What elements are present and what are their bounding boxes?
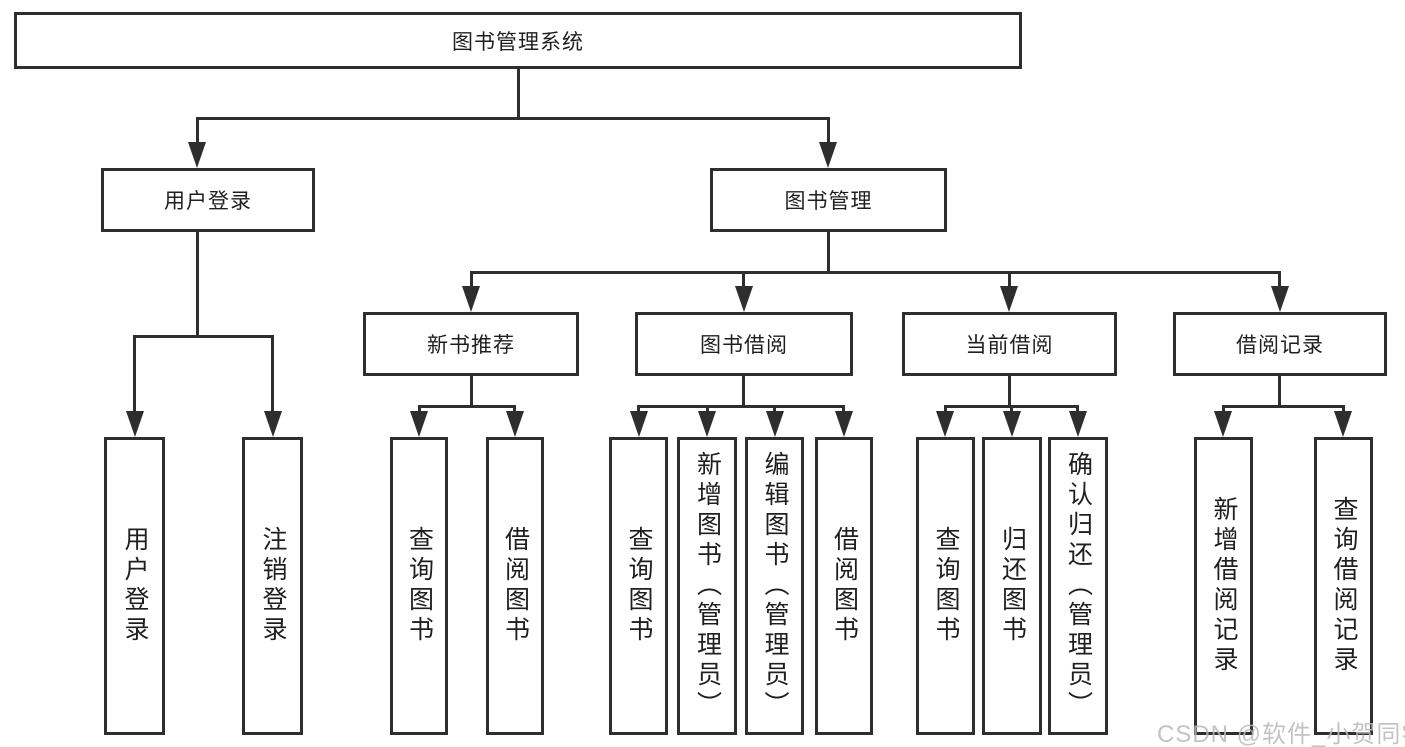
connector-line [133,335,274,338]
node-leaf-query-borrow-record: 查询借阅记录 [1314,437,1373,735]
connector-line [470,271,1281,274]
arrow-down-icon [1003,411,1021,437]
node-leaf-query-book-2: 查询图书 [609,437,668,735]
node-leaf-edit-book-admin: 编辑图书（管理员） [745,437,804,735]
arrow-down-icon [1069,411,1087,437]
node-current-borrow: 当前借阅 [902,312,1117,376]
node-borrow-records: 借阅记录 [1173,312,1387,376]
arrow-down-icon [506,411,524,437]
connector-line [470,271,473,295]
node-leaf-return-book: 归还图书 [982,437,1042,735]
arrow-down-icon [264,411,282,437]
arrow-down-icon [819,142,837,168]
arrow-down-icon [462,286,480,312]
arrow-down-icon [735,286,753,312]
node-leaf-borrow-book-1: 借阅图书 [486,437,544,735]
node-new-book-recommend: 新书推荐 [363,312,579,376]
node-leaf-add-book-admin: 新增图书（管理员） [677,437,737,735]
connector-line [827,117,830,147]
node-leaf-confirm-return-admin: 确认归还（管理员） [1048,437,1108,735]
node-book-borrow: 图书借阅 [635,312,853,376]
connector-line [637,405,845,408]
connector-line [196,117,830,120]
arrow-down-icon [936,411,954,437]
arrow-down-icon [630,411,648,437]
node-leaf-query-book-3: 查询图书 [916,437,975,735]
arrow-down-icon [766,411,784,437]
arrow-down-icon [410,411,428,437]
connector-line [742,271,745,295]
arrow-down-icon [188,142,206,168]
connector-line [196,117,199,147]
connector-line [1278,376,1281,405]
connector-line [271,335,274,413]
connector-line [196,232,199,335]
arrow-down-icon [835,411,853,437]
node-root: 图书管理系统 [14,12,1022,69]
arrow-down-icon [1214,411,1232,437]
connector-line [1008,271,1011,295]
node-user-login: 用户登录 [101,168,315,232]
arrow-down-icon [126,411,144,437]
node-leaf-user-login: 用户登录 [104,437,165,735]
arrow-down-icon [698,411,716,437]
connector-line [1222,405,1345,408]
connector-line [470,376,473,405]
csdn-watermark: CSDN @软件_小贺同学 [1157,721,1405,747]
node-leaf-query-book-1: 查询图书 [390,437,448,735]
node-book-management: 图书管理 [710,168,947,232]
connector-line [742,376,745,405]
arrow-down-icon [1271,286,1289,312]
node-leaf-borrow-book-2: 借阅图书 [815,437,873,735]
connector-line [827,232,830,271]
connector-line [1008,376,1011,405]
connector-line [418,405,516,408]
node-leaf-add-borrow-record: 新增借阅记录 [1194,437,1253,735]
arrow-down-icon [1000,286,1018,312]
connector-line [517,69,520,118]
node-leaf-logout: 注销登录 [242,437,303,735]
connector-line [1278,271,1281,295]
arrow-down-icon [1334,411,1352,437]
connector-line [133,335,136,413]
